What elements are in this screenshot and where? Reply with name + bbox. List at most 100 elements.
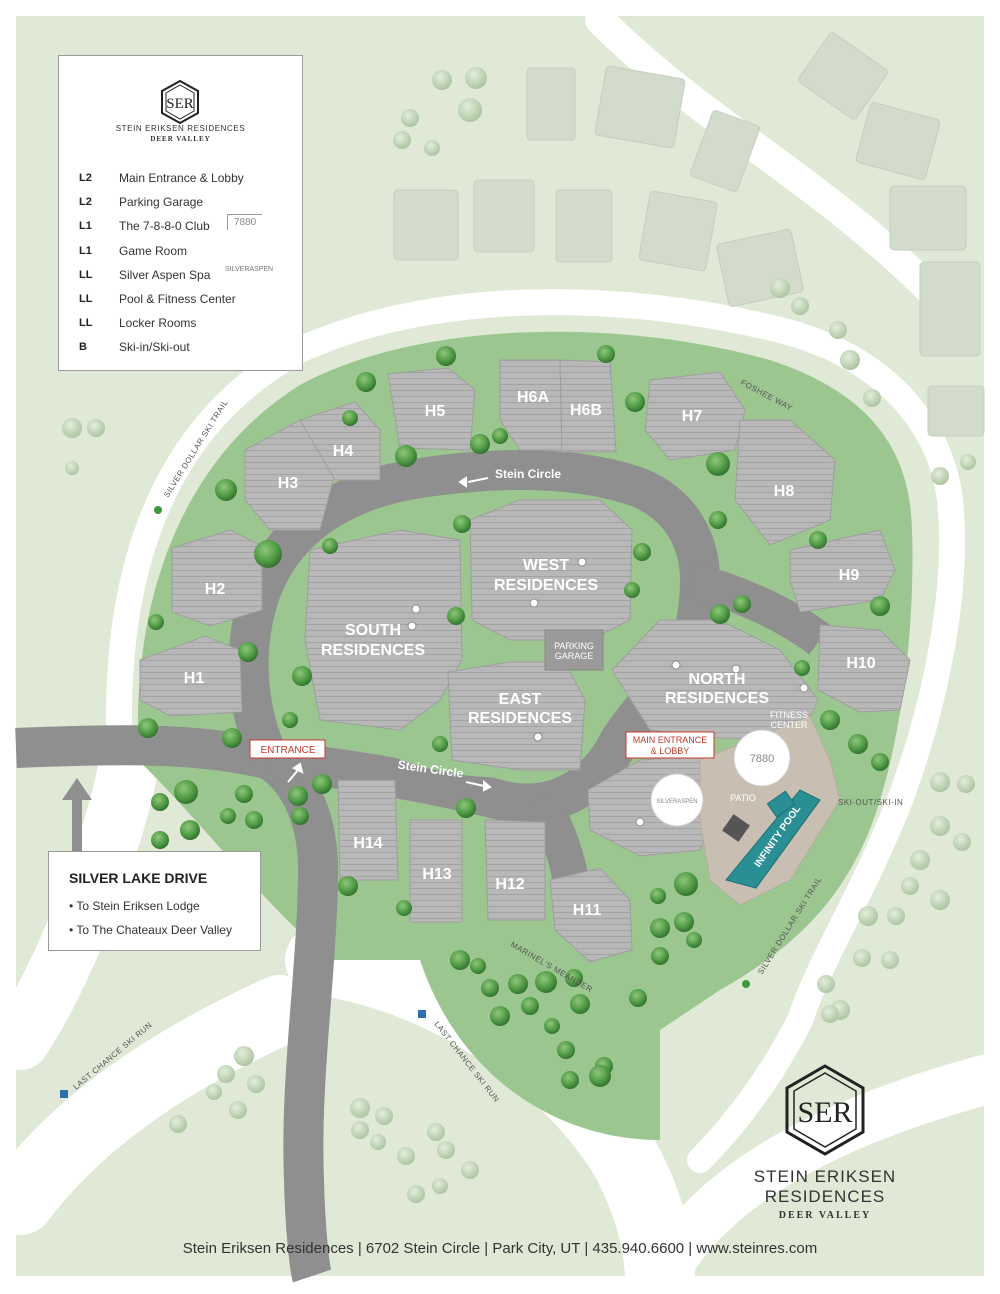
entrance-flag [249, 739, 326, 759]
legend-level: LL [79, 293, 93, 306]
building-h11 [549, 867, 633, 963]
svg-text:SER: SER [166, 96, 194, 112]
footer-contact: Stein Eriksen Residences | 6702 Stein Ci… [182, 1240, 818, 1257]
label-h14: H14 [353, 835, 382, 852]
legend-level: L2 [79, 196, 92, 209]
ser-logo-large-icon: SER [785, 1064, 865, 1156]
infinity-pool [725, 789, 821, 889]
legend-panel: SER STEIN ERIKSEN RESIDENCES DEER VALLEY… [58, 55, 303, 371]
silver-lake-item: • To The Chateaux Deer Valley [69, 923, 232, 937]
trail-marker-blue [418, 1010, 426, 1018]
hot-tub [722, 814, 750, 842]
building-h13 [409, 819, 463, 923]
legend-label: The 7-8-8-0 Club [119, 219, 210, 234]
label-patio: PATIO [730, 793, 756, 803]
fitness-pool [766, 790, 796, 818]
label-stein-circle-top: Stein Circle [495, 467, 561, 481]
legend-level: LL [79, 317, 93, 330]
svg-text:SER: SER [797, 1096, 852, 1129]
legend-level: LL [79, 268, 93, 281]
building-h5 [387, 367, 476, 451]
legend-club-badge: 7880 [227, 214, 263, 230]
building-h2 [171, 529, 263, 627]
building-h6a [499, 359, 563, 451]
label-h5: H5 [425, 403, 446, 420]
legend-level: L1 [79, 244, 92, 257]
label-south-1: SOUTH [345, 622, 401, 639]
label-h13: H13 [422, 866, 451, 883]
ser-logo-icon: SER [161, 80, 199, 124]
label-east-2: RESIDENCES [468, 710, 572, 727]
legend-label: Parking Garage [119, 195, 204, 210]
silver-lake-drive-panel: SILVER LAKE DRIVE • To Stein Eriksen Lod… [48, 851, 261, 951]
legend-label: Game Room [119, 243, 188, 258]
label-ski-out: SKI-OUT/SKI-IN [838, 798, 903, 807]
building-h4 [299, 401, 381, 481]
club-disc [733, 729, 791, 787]
label-h1: H1 [184, 670, 205, 687]
building-h1 [139, 635, 243, 717]
silver-lake-arrow [62, 778, 92, 856]
label-h4: H4 [333, 443, 354, 460]
legend-level: B [79, 341, 87, 354]
spa-disc [650, 773, 704, 827]
brand-sub: DEER VALLEY [778, 1210, 872, 1221]
label-south-2: RESIDENCES [321, 642, 425, 659]
building-h14 [337, 779, 399, 881]
label-h11: H11 [573, 902, 602, 919]
legend-level: L2 [79, 172, 92, 185]
silver-lake-title: SILVER LAKE DRIVE [69, 870, 208, 886]
label-h2: H2 [205, 581, 226, 598]
label-h12: H12 [495, 876, 524, 893]
legend-brand-name: STEIN ERIKSEN RESIDENCES [115, 124, 246, 133]
parking-garage-block [544, 629, 604, 671]
label-main-entrance-1: MAIN ENTRANCE [633, 735, 708, 745]
building-h7 [644, 371, 746, 461]
brand-name: STEIN ERIKSEN RESIDENCES [753, 1167, 897, 1206]
trail-marker-blue [60, 1090, 68, 1098]
label-parking-1: PARKING [554, 641, 594, 651]
silver-lake-item: • To Stein Eriksen Lodge [69, 899, 200, 913]
label-east-1: EAST [499, 691, 542, 708]
label-north-2: RESIDENCES [665, 690, 769, 707]
entrance-flags: ENTRANCE MAIN ENTRANCE & LOBBY [249, 731, 715, 759]
label-entrance: ENTRANCE [260, 745, 315, 756]
buildings [139, 359, 911, 963]
building-east [447, 661, 586, 771]
label-h9: H9 [839, 567, 860, 584]
label-west-2: RESIDENCES [494, 577, 598, 594]
landscape-trees [138, 345, 890, 1089]
legend-label: Ski-in/Ski-out [119, 340, 190, 355]
label-h10: H10 [846, 655, 875, 672]
label-parking-2: GARAGE [555, 651, 594, 661]
rooftop-markers [407, 557, 809, 827]
legend-item: B Ski-in/Ski-out [79, 335, 244, 359]
building-west [469, 499, 633, 641]
building-h10 [817, 624, 911, 713]
background-trees [62, 67, 976, 1203]
direction-arrows [287, 476, 492, 792]
label-h6a: H6A [517, 389, 549, 406]
trail-marker-green [742, 980, 750, 988]
pool-area [650, 715, 841, 906]
building-h6b [559, 359, 617, 453]
label-main-entrance-2: & LOBBY [651, 746, 690, 756]
spa-badge: SILVERASPEN [656, 799, 697, 805]
legend-item: L2 Parking Garage [79, 190, 244, 214]
brand-block: SER STEIN ERIKSEN RESIDENCES DEER VALLEY [700, 1064, 950, 1221]
label-fitness-2: CENTER [770, 720, 808, 730]
club-badge: 7880 [750, 753, 774, 765]
label-west-1: WEST [523, 557, 569, 574]
legend-spa-badge: SILVERASPEN [225, 266, 274, 273]
building-south [304, 529, 463, 731]
legend-label: Silver Aspen Spa [119, 267, 211, 282]
building-h12 [484, 819, 546, 921]
label-h3: H3 [278, 475, 299, 492]
legend-item: LL Silver Aspen Spa [79, 263, 244, 287]
